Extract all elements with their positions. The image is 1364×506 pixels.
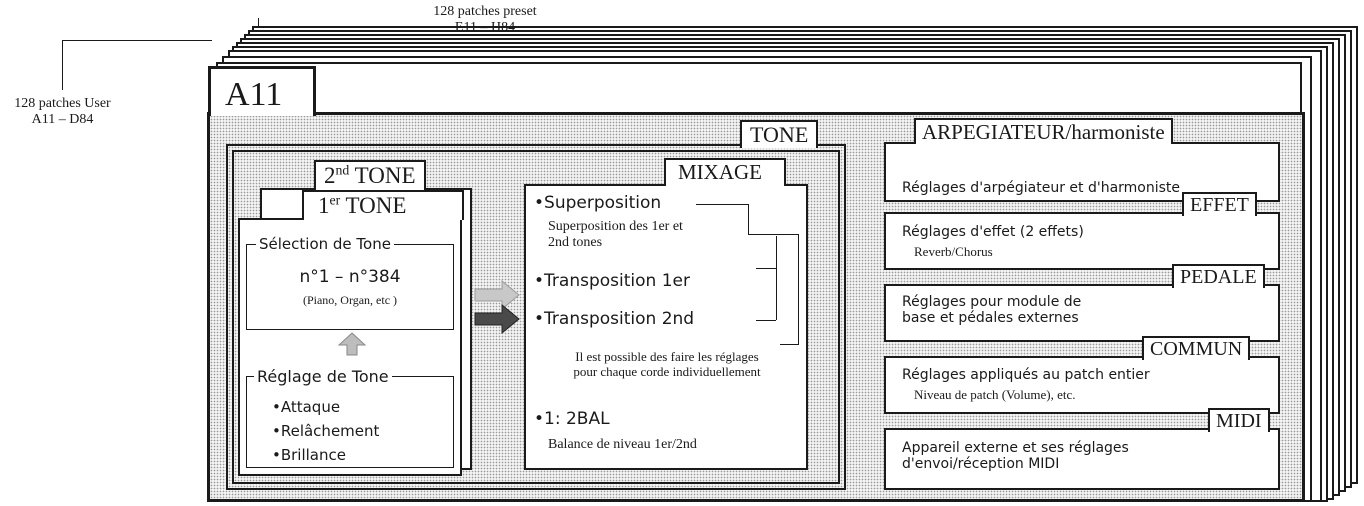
- bracket-line: [696, 204, 748, 205]
- bracket-line: [780, 344, 799, 345]
- pedal-tab: PEDALE: [1172, 264, 1265, 288]
- second-tone-title: 2nd TONE: [324, 162, 416, 188]
- mixage-title: MIXAGE: [678, 160, 762, 184]
- common-section: [884, 356, 1280, 414]
- midi-desc: Appareil externe et ses réglages d'envoi…: [902, 440, 1129, 473]
- midi-title: MIDI: [1216, 410, 1262, 432]
- bracket-line: [776, 236, 777, 320]
- arpeggiator-tab: ARPEGIATEUR/harmoniste: [914, 118, 1173, 144]
- pedal-title: PEDALE: [1180, 266, 1257, 288]
- preset-patches-label: 128 patches preset E11 – H84: [433, 4, 537, 36]
- mixage-note: Il est possible des faire les réglages p…: [573, 349, 761, 379]
- user-leader-h: [62, 40, 212, 41]
- tone-selection-box: [246, 244, 454, 330]
- tone-setting-box: [246, 376, 454, 468]
- tone-setting-item: •Relâchement: [272, 422, 380, 440]
- preset-leader-h: [258, 27, 406, 28]
- bracket-line: [756, 268, 776, 269]
- effect-desc-2: Reverb/Chorus: [914, 244, 993, 259]
- effect-tab: EFFET: [1182, 192, 1257, 216]
- arrow-right-icon: [474, 280, 520, 310]
- mixage-bal-desc: Balance de niveau 1er/2nd: [548, 437, 697, 452]
- arpeggiator-desc: Réglages d'arpégiateur et d'harmoniste: [902, 180, 1181, 196]
- pedal-desc: Réglages pour module de base et pédales …: [902, 294, 1082, 327]
- common-desc: Réglages appliqués au patch entier: [902, 367, 1150, 383]
- first-tone-tab: 1er TONE: [302, 190, 464, 220]
- tone-section-title-tab: TONE: [740, 120, 819, 148]
- bracket-line: [748, 234, 798, 235]
- tone-selection-examples: (Piano, Organ, etc ): [302, 293, 398, 307]
- arrow-up-icon: [338, 332, 366, 356]
- patch-name: A11: [225, 76, 283, 113]
- pedal-section: [884, 284, 1280, 342]
- tone-selection-title: Sélection de Tone: [256, 235, 394, 254]
- user-patches-label: 128 patches User A11 – D84: [14, 96, 111, 128]
- bracket-line: [756, 320, 776, 321]
- mixage-tab: MIXAGE: [664, 158, 786, 186]
- tone-setting-title: Réglage de Tone: [254, 367, 392, 387]
- arpeggiator-title: ARPEGIATEUR/harmoniste: [922, 120, 1165, 144]
- effect-title: EFFET: [1190, 194, 1249, 216]
- tone-selection-range: n°1 – n°384: [299, 267, 401, 287]
- mixage-superposition: •Superposition: [534, 193, 662, 213]
- mixage-bal: •1: 2BAL: [534, 409, 610, 429]
- bracket-line: [798, 234, 799, 344]
- mixage-transposition-1: •Transposition 1er: [534, 271, 690, 291]
- patch-name-tab: A11: [208, 66, 316, 116]
- arrow-right-icon: [474, 304, 520, 334]
- first-tone-title: 1er TONE: [318, 192, 407, 218]
- second-tone-tab: 2nd TONE: [314, 160, 426, 190]
- mixage-transposition-2: •Transposition 2nd: [534, 309, 695, 329]
- tone-setting-item: •Attaque: [272, 398, 341, 416]
- bracket-line: [748, 204, 749, 234]
- tone-setting-item: •Brillance: [272, 446, 346, 464]
- user-leader-v: [62, 40, 63, 90]
- common-desc-2: Niveau de patch (Volume), etc.: [914, 387, 1076, 402]
- mixage-superposition-desc: Superposition des 1er et 2nd tones: [548, 219, 683, 251]
- common-tab: COMMUN: [1142, 336, 1251, 360]
- preset-leader-v: [258, 18, 259, 28]
- tone-section-title: TONE: [750, 122, 809, 147]
- common-title: COMMUN: [1150, 338, 1243, 360]
- midi-section: [884, 428, 1280, 490]
- effect-section: [884, 212, 1280, 270]
- midi-tab: MIDI: [1208, 408, 1270, 432]
- effect-desc: Réglages d'effet (2 effets): [902, 224, 1084, 240]
